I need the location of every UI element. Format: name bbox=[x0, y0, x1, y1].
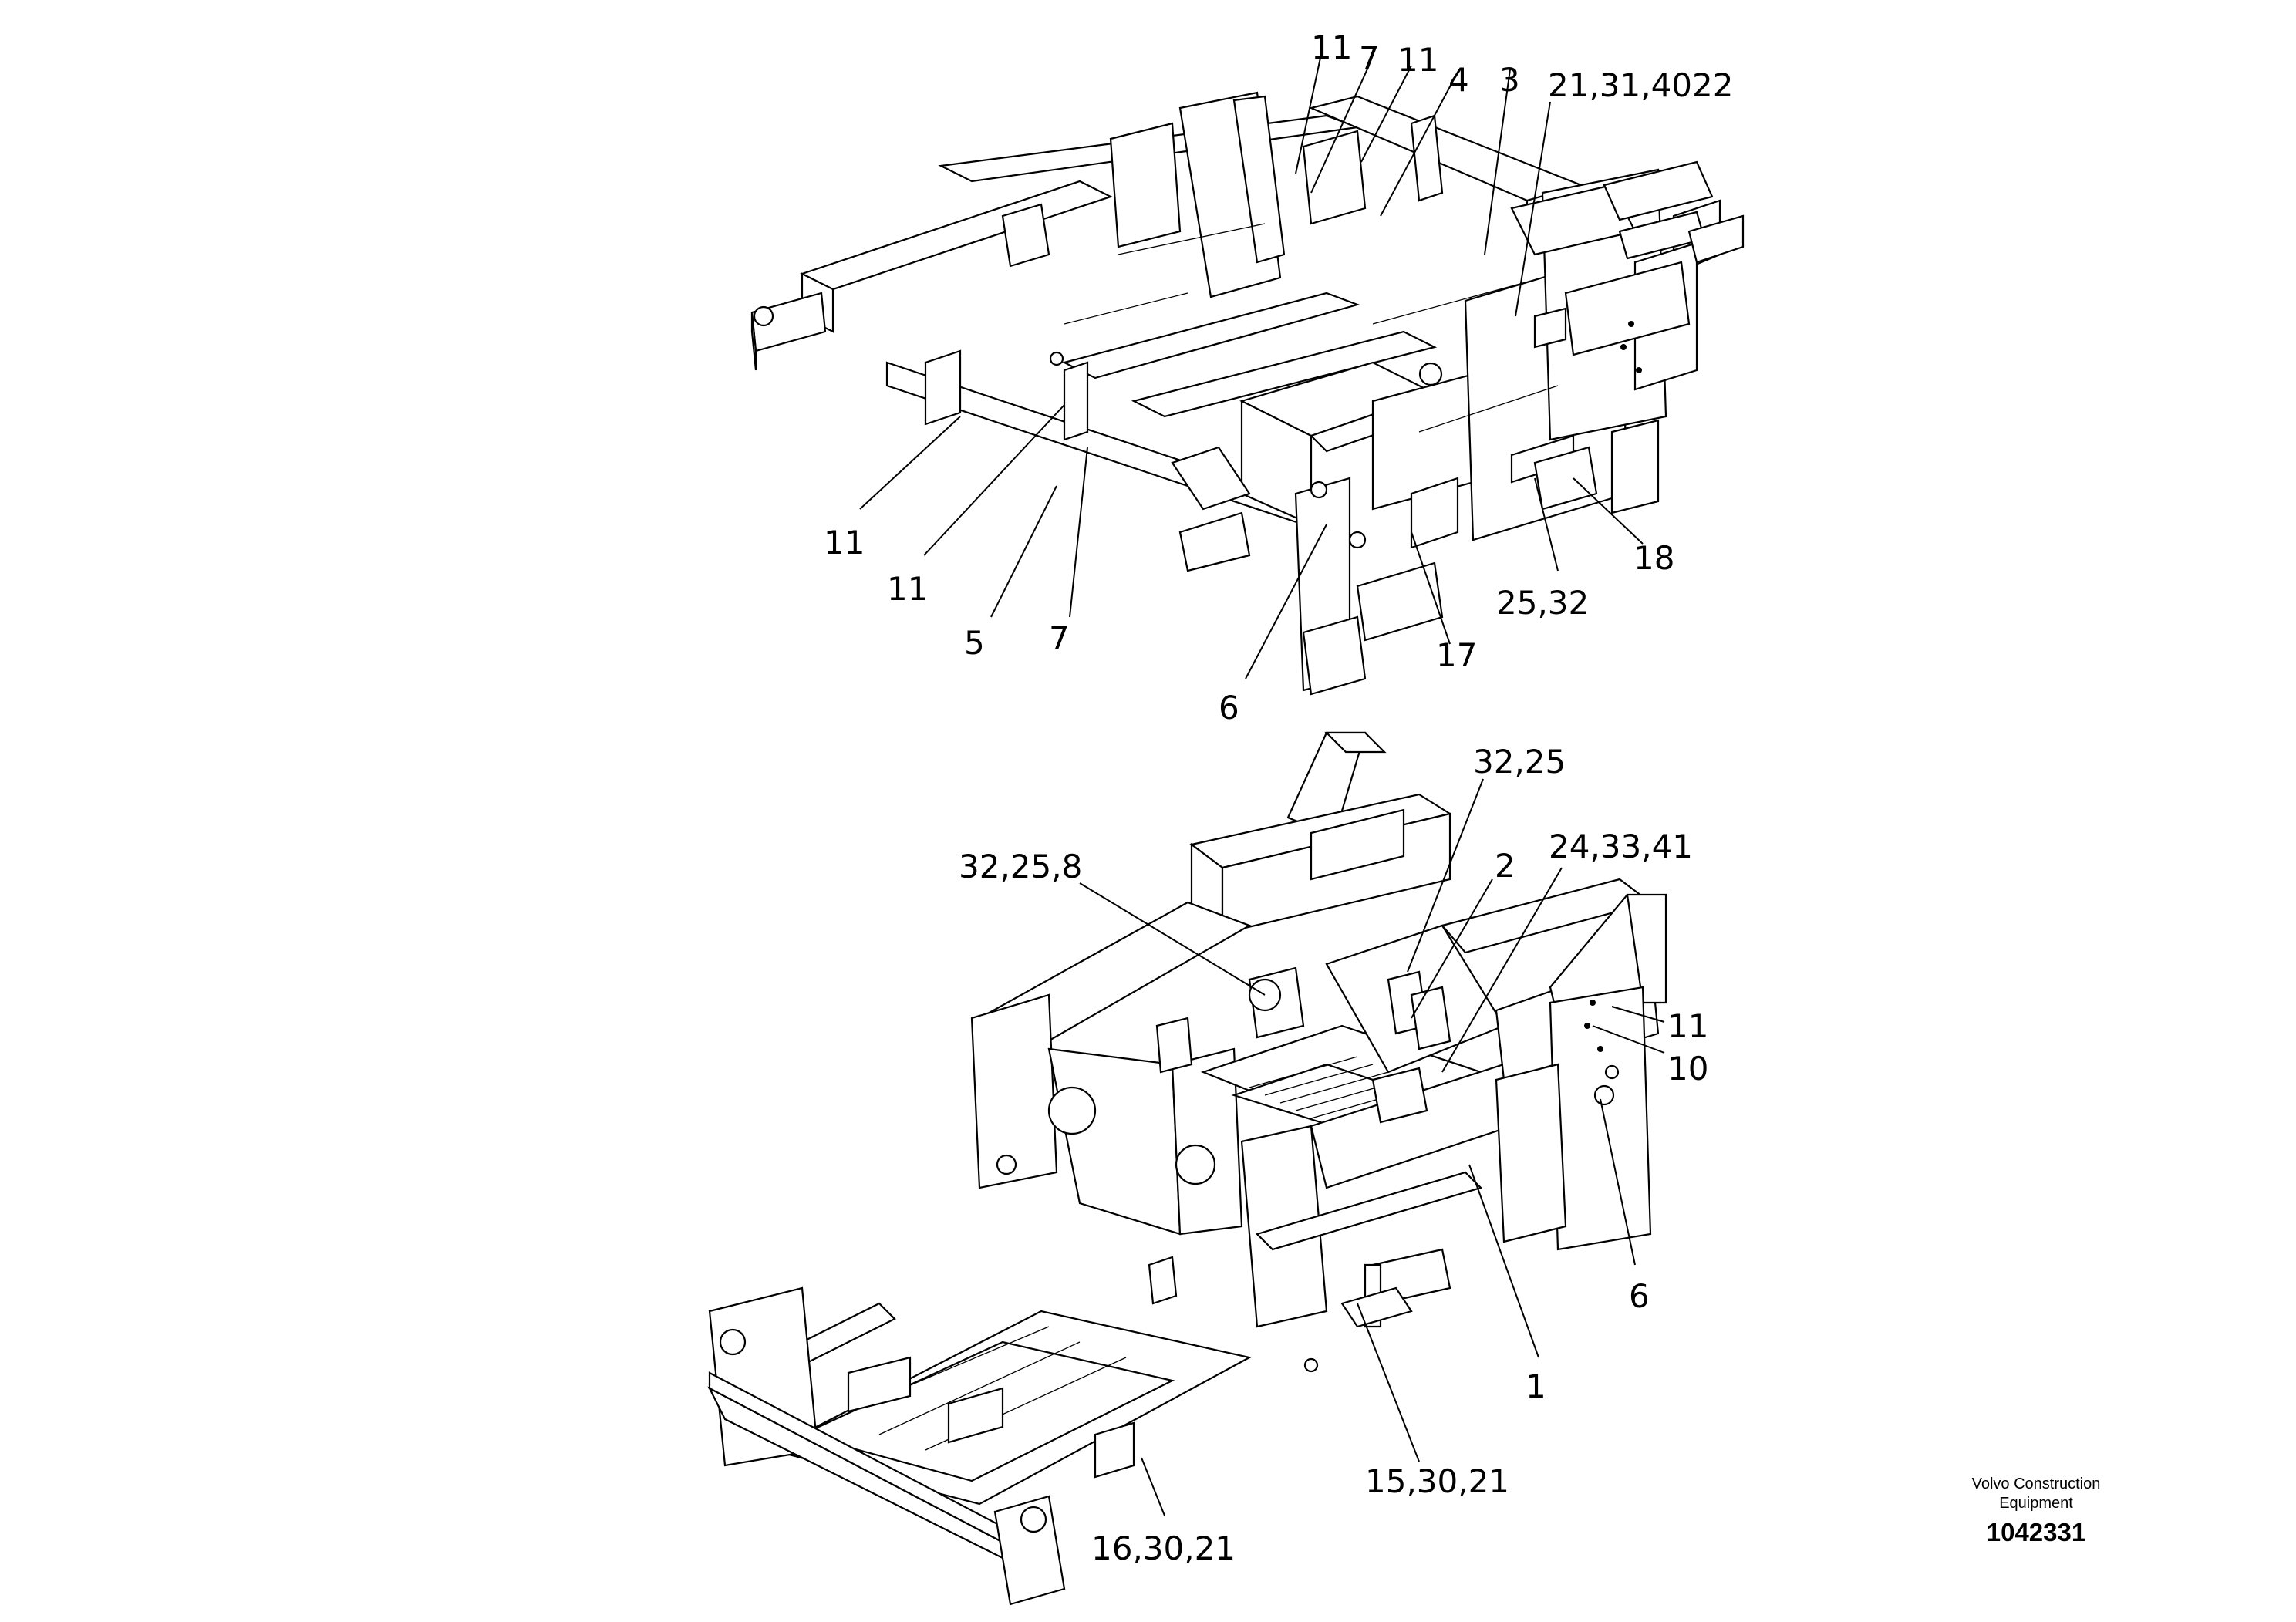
bottom-frame-assembly bbox=[707, 731, 1667, 1606]
callout-label: 18 bbox=[1633, 539, 1674, 577]
callout-label: 32,25,8 bbox=[959, 848, 1082, 885]
callout-label: 16,30,21 bbox=[1091, 1529, 1236, 1567]
top-callout-labels: 11 7 11 4 3 21,31,4022 11 11 5 7 6 17 25… bbox=[824, 29, 1733, 727]
callout-label: 2 bbox=[1495, 847, 1515, 885]
callout-label: 11 bbox=[887, 570, 928, 608]
callout-label: 11 bbox=[1397, 41, 1438, 79]
callout-label: 3 bbox=[1499, 61, 1520, 99]
callout-label: 24,33,41 bbox=[1549, 828, 1693, 865]
callout-label: 7 bbox=[1359, 39, 1380, 77]
callout-label: 21,31,4022 bbox=[1548, 66, 1733, 104]
callout-label: 6 bbox=[1629, 1277, 1650, 1315]
bottom-leader-lines bbox=[1079, 778, 1665, 1516]
callout-label: 5 bbox=[964, 624, 985, 662]
callout-label: 11 bbox=[824, 524, 865, 561]
bottom-callout-labels: 32,25 32,25,8 2 24,33,41 11 10 6 1 15,30… bbox=[959, 743, 1708, 1567]
callout-label: 6 bbox=[1219, 689, 1239, 727]
callout-label: 11 bbox=[1311, 29, 1352, 66]
brand-label: Volvo Construction Equipment bbox=[1971, 1475, 2101, 1512]
callout-label: 17 bbox=[1436, 636, 1477, 674]
document-number: 1042331 bbox=[1986, 1518, 2086, 1546]
callout-label: 7 bbox=[1049, 619, 1070, 657]
callout-label: 1 bbox=[1526, 1367, 1546, 1405]
top-leader-lines bbox=[859, 57, 1644, 679]
callout-label: 32,25 bbox=[1473, 743, 1566, 781]
top-frame-assembly bbox=[750, 91, 1745, 696]
callout-label: 10 bbox=[1667, 1050, 1708, 1088]
callout-label: 15,30,21 bbox=[1365, 1462, 1509, 1500]
callout-label: 11 bbox=[1667, 1007, 1708, 1045]
callout-label: 4 bbox=[1448, 61, 1469, 99]
callout-label: 25,32 bbox=[1496, 584, 1589, 622]
